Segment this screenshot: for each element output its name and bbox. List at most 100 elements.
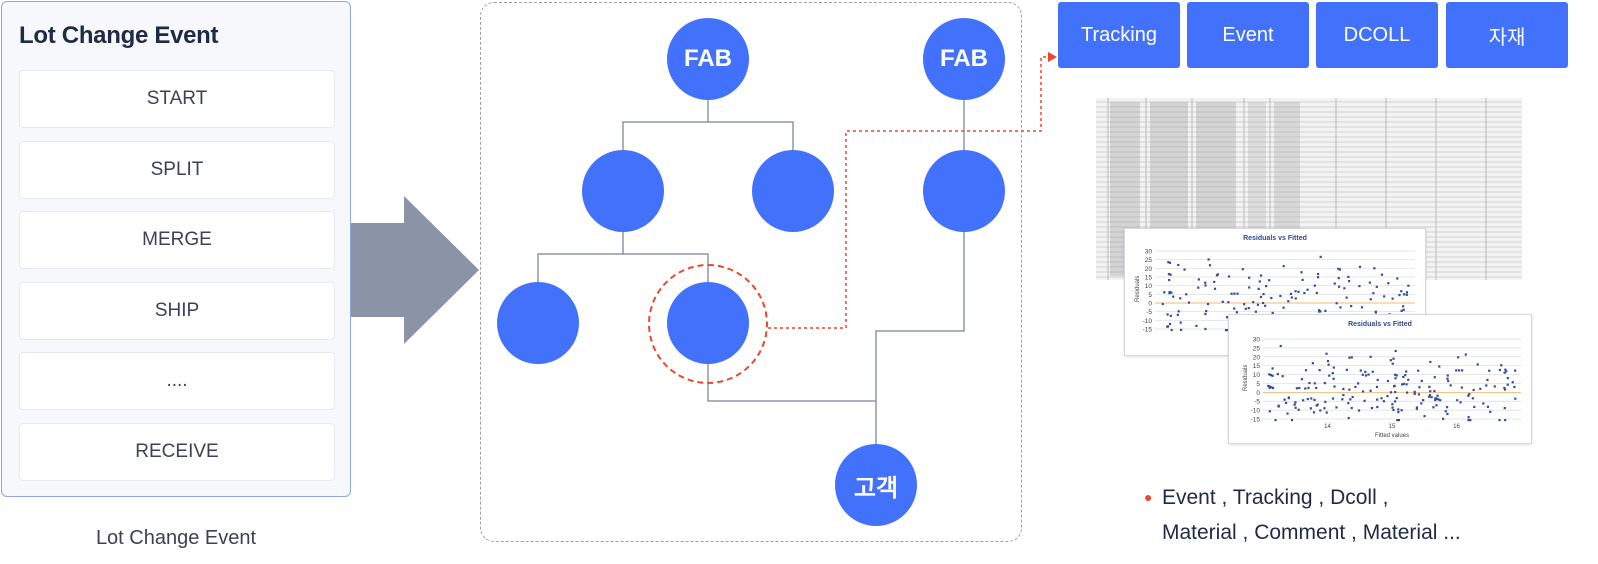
scatter-point — [1282, 265, 1285, 268]
scatter-point — [1187, 301, 1191, 304]
node-level2-fab-right[interactable] — [923, 150, 1005, 232]
scatter-point — [1257, 287, 1260, 290]
scatter-point — [1457, 356, 1460, 359]
scatter-point — [1168, 261, 1172, 264]
scatter-point — [1392, 408, 1395, 412]
scatter-point — [1197, 286, 1200, 289]
scatter-point — [1434, 397, 1437, 400]
scatter-point — [1433, 389, 1436, 393]
x-tick-label: 16 — [1453, 424, 1460, 430]
scatter-point — [1405, 370, 1408, 373]
x-axis-label: Fitted values — [1375, 433, 1409, 439]
plot-1-title: Residuals vs Fitted — [1243, 235, 1307, 242]
scatter-point — [1506, 383, 1509, 386]
scatter-point — [1281, 375, 1284, 378]
event-item-ship[interactable]: SHIP — [19, 282, 335, 340]
scatter-point — [1227, 275, 1231, 278]
tab-event[interactable]: Event — [1187, 2, 1309, 68]
scatter-point — [1274, 419, 1277, 422]
scatter-point — [1349, 398, 1352, 401]
scatter-point — [1236, 292, 1239, 295]
scatter-point — [1213, 287, 1217, 290]
scatter-point — [1343, 287, 1346, 290]
scatter-point — [1376, 405, 1379, 409]
bullet-line-1: Event , Tracking , Dcoll , — [1162, 486, 1389, 509]
panel-title: Lot Change Event — [19, 22, 219, 49]
scatter-point — [1429, 390, 1432, 393]
scatter-point — [1197, 278, 1200, 281]
scatter-point — [1297, 290, 1300, 293]
wire-node-e-to-customer — [875, 232, 965, 401]
scatter-point — [1413, 390, 1416, 393]
node-level3-highlighted[interactable] — [667, 282, 749, 364]
scatter-point — [1350, 304, 1353, 308]
scatter-point — [1306, 397, 1309, 401]
y-tick-label: -5 — [1254, 399, 1260, 406]
scatter-point — [1259, 274, 1263, 277]
scatter-point — [1387, 282, 1390, 285]
dotted-callout-line — [768, 56, 1050, 329]
scatter-point — [1506, 377, 1509, 380]
scatter-point — [1392, 385, 1396, 388]
event-item-more[interactable]: .... — [19, 352, 335, 410]
scatter-point — [1367, 373, 1370, 376]
event-item-receive[interactable]: RECEIVE — [19, 423, 335, 481]
scatter-point — [1256, 303, 1260, 306]
lot-flow-diagram-frame — [480, 2, 1022, 542]
scatter-point — [1514, 397, 1517, 400]
scatter-point — [1433, 376, 1436, 379]
scatter-point — [1254, 310, 1257, 313]
scatter-point — [1434, 398, 1437, 402]
scatter-point — [1287, 397, 1290, 400]
scatter-point — [1467, 419, 1470, 422]
y-tick-label: 20 — [1253, 354, 1261, 361]
x-tick-label: 14 — [1324, 424, 1331, 430]
y-tick-label: -10 — [1251, 408, 1261, 415]
scatter-point — [1248, 286, 1251, 289]
y-axis-label: Residuals — [1135, 276, 1141, 302]
scatter-point — [1498, 419, 1501, 422]
scatter-point — [1163, 291, 1166, 294]
scatter-point — [1482, 402, 1485, 405]
scatter-point — [1286, 412, 1289, 415]
tab-tracking[interactable]: Tracking — [1058, 2, 1180, 68]
scatter-point — [1177, 310, 1180, 313]
scatter-point — [1204, 281, 1207, 284]
scatter-point — [1319, 255, 1322, 258]
scatter-point — [1294, 297, 1297, 300]
scatter-point — [1505, 370, 1508, 373]
scatter-point — [1271, 311, 1274, 314]
scatter-point — [1394, 349, 1397, 353]
scatter-point — [1376, 378, 1379, 381]
node-level2-left[interactable] — [582, 150, 664, 232]
node-level3-left[interactable] — [497, 282, 579, 364]
scatter-point — [1374, 311, 1377, 314]
scatter-point — [1233, 307, 1236, 310]
scatter-point — [1318, 369, 1321, 372]
scatter-point — [1167, 261, 1170, 264]
node-fab-right[interactable]: FAB — [923, 18, 1005, 100]
node-level2-right[interactable] — [752, 150, 834, 232]
scatter-point — [1402, 382, 1405, 385]
scatter-point — [1493, 385, 1496, 388]
scatter-point — [1283, 398, 1286, 401]
scatter-point — [1168, 290, 1171, 294]
bullet-line-2: Material , Comment , Material ... — [1162, 521, 1461, 544]
scatter-point — [1471, 397, 1474, 400]
y-tick-label: 25 — [1145, 257, 1153, 264]
event-item-split[interactable]: SPLIT — [19, 141, 335, 199]
tab-material[interactable]: 자재 — [1446, 2, 1568, 68]
scatter-point — [1468, 393, 1471, 396]
node-fab-left[interactable]: FAB — [667, 18, 749, 100]
tab-dcoll[interactable]: DCOLL — [1316, 2, 1438, 68]
scatter-point — [1459, 401, 1462, 404]
scatter-point — [1503, 371, 1506, 374]
scatter-point — [1473, 405, 1476, 409]
scatter-point — [1298, 386, 1301, 390]
event-item-merge[interactable]: MERGE — [19, 211, 335, 269]
scatter-point — [1270, 386, 1273, 389]
node-customer[interactable]: 고객 — [835, 444, 917, 526]
callout-arrowhead-icon — [1048, 52, 1057, 62]
event-item-start[interactable]: START — [19, 70, 335, 128]
scatter-point — [1479, 387, 1482, 390]
